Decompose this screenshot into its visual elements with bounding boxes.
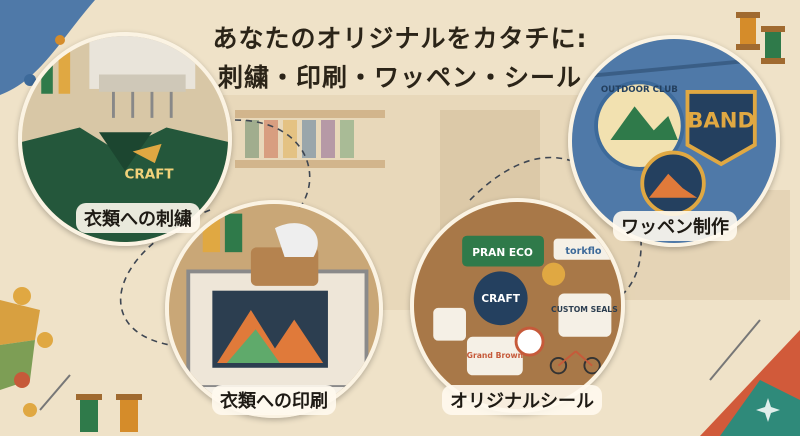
- headline: あなたのオリジナルをカタチに: 刺繍・印刷・ワッペン・シール: [0, 22, 800, 96]
- label-embroidery: 衣類への刺繍: [76, 203, 200, 233]
- sparkle-icon: [756, 398, 780, 422]
- label-patches: ワッペン制作: [613, 211, 737, 241]
- sticker-custom-seals: CUSTOM SEALS: [551, 305, 618, 314]
- stickers-circle: PRAN ECO torkflo CRAFT CUSTOM SEALS Gran…: [410, 198, 625, 413]
- headline-line1: あなたのオリジナルをカタチに:: [212, 24, 588, 53]
- sticker-torkflo: torkflo: [565, 246, 601, 257]
- needle-icon: [709, 319, 761, 381]
- sticker-grand: Grand Brown: [467, 351, 523, 360]
- patches-circle: OUTDOOR CLUB BAND: [568, 35, 780, 247]
- spool-icon: [76, 12, 785, 432]
- sewing-machine-icon: [89, 36, 196, 118]
- label-printing: 衣類への印刷: [212, 385, 336, 415]
- embroidery-logo: CRAFT: [125, 166, 175, 182]
- sticker-pran-eco: PRAN ECO: [472, 247, 533, 259]
- label-stickers: オリジナルシール: [442, 385, 602, 415]
- printing-circle: [165, 200, 383, 418]
- sticker-craft: CRAFT: [481, 293, 520, 305]
- patch-outdoor-club: OUTDOOR CLUB: [601, 85, 678, 95]
- headline-line2: 刺繍・印刷・ワッペン・シール: [217, 63, 582, 92]
- patch-band: BAND: [687, 108, 755, 133]
